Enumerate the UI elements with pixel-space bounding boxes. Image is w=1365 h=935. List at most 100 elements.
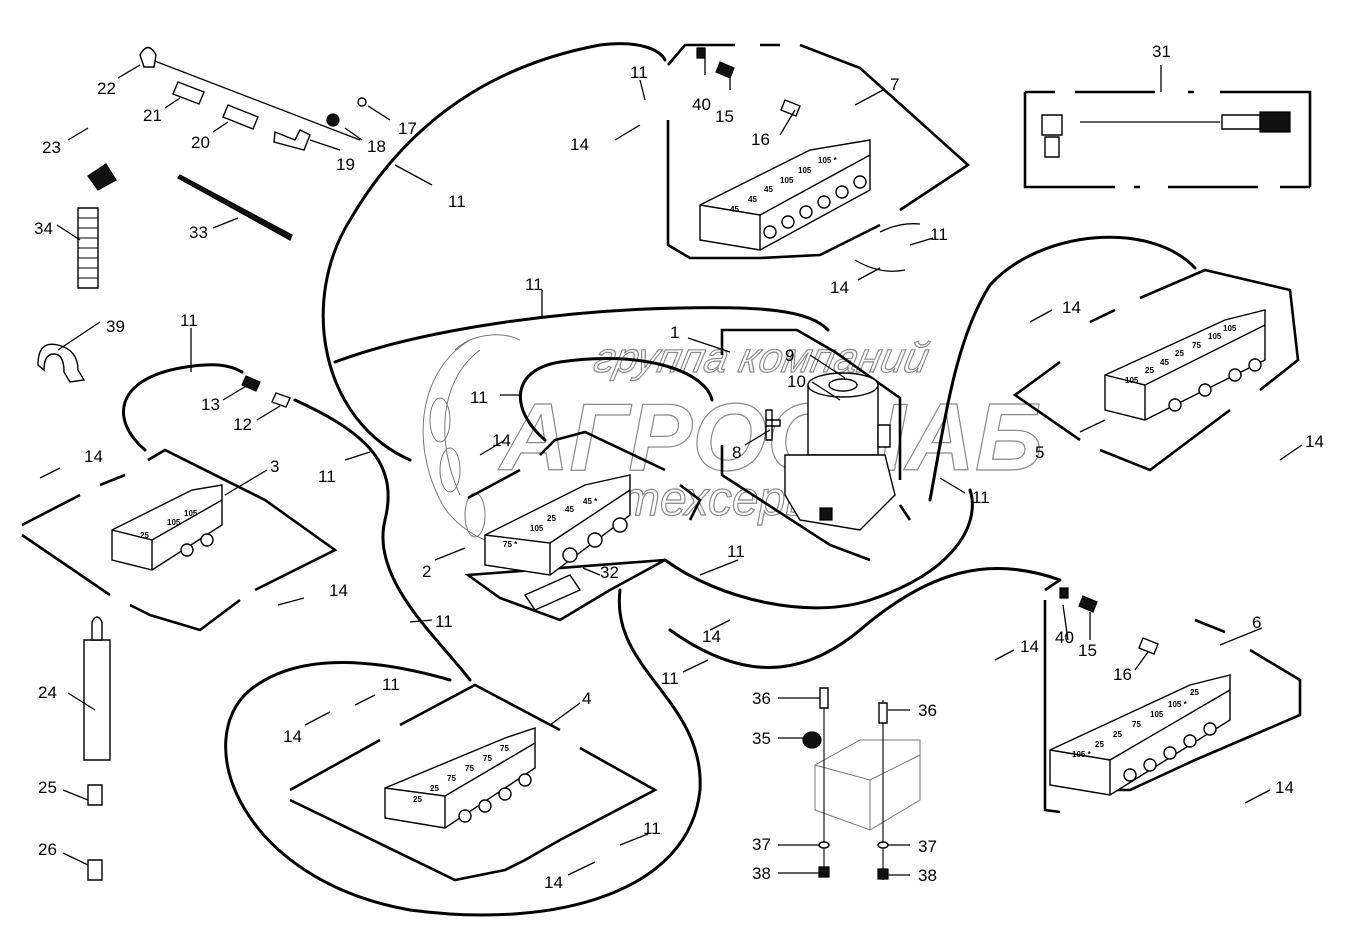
assembly-7-frame [666, 43, 971, 260]
mounting-hardware [802, 687, 921, 880]
block6-label-6: 105 * [1168, 700, 1188, 709]
hose-pump-block6 [663, 488, 974, 610]
callout-8: 8 [732, 443, 741, 462]
callout-11-k: 11 [661, 669, 679, 688]
distributor-block-5: 105 25 45 25 75 105 105 [1104, 309, 1266, 421]
assembly-31-frame [1023, 90, 1312, 189]
callout-14-l: 14 [1275, 778, 1294, 797]
assembly-1-pump [720, 328, 912, 562]
block5-label-1: 105 [1125, 376, 1139, 385]
hose-top-loop [321, 42, 667, 462]
distributor-block-7: 45 45 45 105 105 105 * [699, 139, 871, 251]
callout-18: 18 [367, 137, 386, 156]
part-33-tie [177, 174, 293, 241]
block7-label-4: 105 [780, 176, 794, 185]
callout-16-right: 16 [1113, 665, 1132, 684]
block5-label-2: 25 [1145, 366, 1154, 375]
block5-label-4: 25 [1175, 349, 1184, 358]
callout-14-d: 14 [830, 278, 849, 297]
pump-base [784, 454, 896, 531]
callout-21: 21 [143, 106, 162, 125]
block5-label-3: 45 [1160, 358, 1169, 367]
callout-16-top: 16 [751, 130, 770, 149]
assembly-5: 105 25 45 25 75 105 105 [1012, 268, 1300, 472]
distributor-block-3: 25 105 105 [111, 484, 223, 571]
callout-5: 5 [1035, 443, 1044, 462]
callout-36-right: 36 [918, 701, 937, 720]
part-18 [326, 113, 340, 127]
part-17 [357, 97, 367, 107]
block5-label-5: 75 [1192, 341, 1201, 350]
callout-9: 9 [785, 346, 794, 365]
distributor-block-2: 75 * 105 25 45 45 * [484, 474, 631, 576]
callout-14-a: 14 [84, 447, 103, 466]
block2-label-1: 75 * [503, 540, 518, 549]
part-15-top [715, 61, 735, 79]
callout-14-j: 14 [544, 873, 563, 892]
block7-label-2: 45 [748, 195, 757, 204]
hose-12-to-2 [293, 398, 472, 682]
callout-34: 34 [34, 219, 53, 238]
callout-32: 32 [600, 563, 619, 582]
part-40-right [1059, 587, 1069, 599]
block4-label-4: 75 [465, 764, 474, 773]
part-15-right [1078, 595, 1098, 613]
part-32 [523, 574, 582, 611]
callout-11-i: 11 [727, 542, 745, 561]
block2-label-3: 25 [547, 514, 556, 523]
block6-label-3: 25 [1113, 730, 1122, 739]
part-25 [87, 784, 103, 806]
distributor-block-6: 105 * 25 25 75 105 105 * 25 [1049, 674, 1231, 796]
block6-label-7: 25 [1190, 688, 1199, 697]
callout-19: 19 [336, 155, 355, 174]
callout-11-g: 11 [470, 388, 488, 407]
block6-label-4: 75 [1132, 720, 1141, 729]
callout-3: 3 [270, 457, 279, 476]
block7-label-6: 105 * [818, 156, 838, 165]
assembly-1-frame [720, 328, 912, 562]
hose-to-block5 [928, 235, 1197, 502]
callout-11-l: 11 [382, 675, 400, 694]
callout-13: 13 [201, 395, 220, 414]
callout-15-right: 15 [1078, 641, 1097, 660]
block4-label-1: 25 [413, 795, 422, 804]
assembly-2: 75 * 105 25 45 45 * [464, 430, 702, 622]
assembly-4-frame [289, 683, 658, 882]
callout-14-i: 14 [283, 727, 302, 746]
callout-7: 7 [890, 75, 899, 94]
part-24-grease-gun [83, 639, 111, 761]
callout-14-k: 14 [1020, 637, 1039, 656]
part-16-right [1138, 637, 1159, 655]
leader-lines [39, 48, 1303, 876]
callout-31: 31 [1152, 42, 1171, 61]
hose-block4-loop [224, 588, 702, 917]
callout-20: 20 [191, 133, 210, 152]
block6-label-5: 105 [1150, 710, 1164, 719]
callout-11-a: 11 [180, 311, 198, 330]
loose-parts [37, 46, 367, 881]
part-36-left [819, 687, 829, 709]
callout-38-right: 38 [918, 866, 937, 885]
assembly-3-frame [21, 448, 338, 632]
part-21 [172, 81, 205, 105]
callout-11-m: 11 [643, 819, 661, 838]
part-20 [222, 104, 259, 130]
block5-label-6: 105 [1208, 332, 1222, 341]
part-36-right [878, 702, 888, 724]
assembly-3: 25 105 105 [21, 448, 338, 632]
part-35 [802, 731, 822, 749]
part-23 [87, 163, 117, 191]
part-40-top [696, 47, 706, 59]
hoses [122, 42, 1197, 917]
callout-11-c: 11 [630, 63, 648, 82]
part-19 [273, 129, 311, 151]
block4-label-3: 75 [447, 774, 456, 783]
callout-40-top: 40 [692, 95, 711, 114]
callout-14-c: 14 [570, 135, 589, 154]
part-37-right [877, 841, 889, 849]
callout-35: 35 [752, 729, 771, 748]
hose-to-block6 [668, 566, 1062, 669]
connector-31-right [1259, 111, 1291, 133]
callout-2: 2 [422, 562, 431, 581]
